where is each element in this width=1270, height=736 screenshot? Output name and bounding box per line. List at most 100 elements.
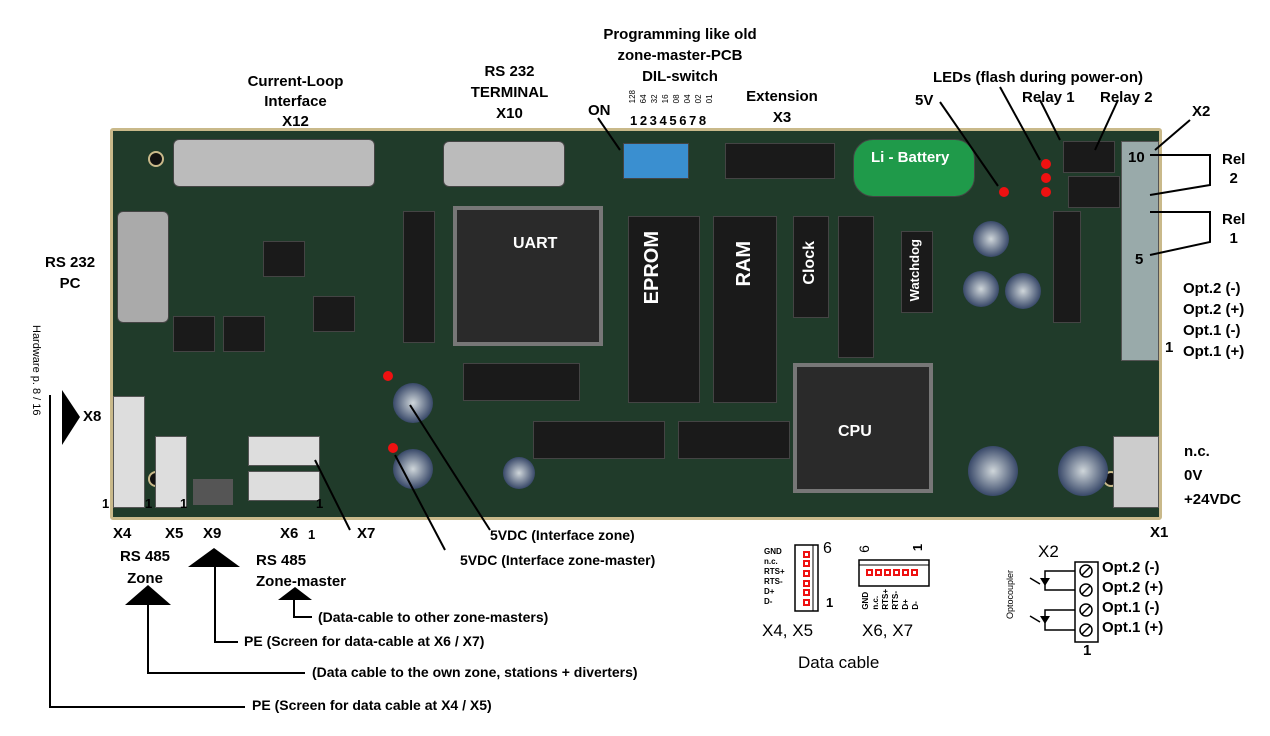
connector-x4 [113, 396, 145, 508]
label-line: 2 [1229, 170, 1238, 187]
note-pe-x6-x7: PE (Screen for data-cable at X6 / X7) [244, 633, 485, 649]
led [383, 371, 393, 381]
led-5v [999, 187, 1009, 197]
label-line: DIL-switch [642, 68, 718, 85]
pin-name: GND [861, 591, 870, 610]
pin-name: RTS- [764, 577, 783, 586]
uart-label: UART [513, 235, 558, 252]
led [1041, 159, 1051, 169]
pin-1-label: 1 [102, 496, 110, 511]
capacitor [393, 449, 433, 489]
pin-1-label: 1 [1165, 339, 1174, 356]
x6x7-label: X6, X7 [862, 621, 914, 640]
pin-name: D+ [764, 587, 775, 596]
x6-label: X6 [280, 525, 299, 542]
pin-5-label: 5 [1135, 251, 1144, 268]
note-data-cable-masters: (Data-cable to other zone-masters) [318, 609, 549, 625]
pin-1-label: 1 [145, 496, 153, 511]
dil-switch-numbers: 1 2 3 4 5 6 7 8 [630, 113, 707, 128]
connector-x6 [248, 436, 320, 466]
chip [1053, 211, 1081, 323]
pin-name: n.c. [871, 595, 880, 610]
chip [313, 296, 355, 332]
connector-x10 [443, 141, 565, 187]
rs232-terminal-label: RS 232 TERMINAL X10 [462, 64, 557, 121]
label-line: 1 [1229, 230, 1238, 247]
pin-1-label: 1 [316, 496, 324, 511]
clock-chip [793, 216, 829, 318]
label-line: X10 [496, 105, 523, 122]
opt-labels: Opt.2 (-) Opt.2 (+) Opt.1 (-) Opt.1 (+) [1183, 278, 1244, 362]
x2-label: X2 [1192, 103, 1211, 120]
x4x5-label: X4, X5 [762, 621, 814, 640]
5vdc-master-label: 5VDC (Interface zone-master) [460, 552, 656, 568]
relay2-label: Relay 2 [1100, 89, 1153, 106]
opt1-plus-label: Opt.1 (+) [1102, 619, 1164, 636]
note-data-cable-zone: (Data cable to the own zone, stations + … [312, 664, 638, 680]
label-line: X3 [772, 109, 792, 126]
x6-pin-label: 1 [308, 527, 316, 542]
label-line: Zone [127, 570, 163, 587]
label-line: RS 485 [119, 548, 171, 565]
chip [463, 363, 580, 401]
opt1-plus-label: Opt.1 (+) [1183, 343, 1245, 360]
connector-x9 [193, 479, 233, 505]
x8-label: X8 [83, 408, 102, 425]
opt1-minus-label: Opt.1 (-) [1102, 599, 1160, 616]
pin-1-label: 1 [826, 595, 834, 610]
opt1-minus-label: Opt.1 (-) [1183, 322, 1241, 339]
relay-1 [1063, 141, 1115, 173]
led [1041, 187, 1051, 197]
terminal-x1 [1113, 436, 1159, 508]
chip [223, 316, 265, 352]
label-line: Programming like old [603, 26, 757, 43]
pin-10-label: 10 [1128, 149, 1145, 166]
nc-label: n.c. [1184, 443, 1210, 460]
connector-x7 [248, 471, 320, 501]
battery [853, 139, 975, 197]
pin-name: RTS+ [764, 567, 785, 576]
x7-label: X7 [357, 525, 376, 542]
battery-label: Li - Battery [871, 149, 950, 166]
x4x5-pin-names: GND n.c. RTS+ RTS- D+ D- [764, 547, 785, 607]
rs485-zone-label: RS 485 Zone [112, 549, 178, 586]
led [1041, 173, 1051, 183]
rs232-pc-label: RS 232 PC [45, 255, 95, 291]
opt2-minus-label: Opt.2 (-) [1102, 559, 1160, 576]
note-pe-x4-x5: PE (Screen for data cable at X4 / X5) [252, 697, 492, 713]
data-cable-title: Data cable [798, 653, 880, 672]
x2-pin-1-label: 1 [1083, 642, 1092, 659]
pin-1-label: 1 [180, 496, 188, 511]
label-line: TERMINAL [470, 84, 549, 101]
label-line: RS 485 [256, 552, 307, 569]
connector-rs232-pc [117, 211, 169, 323]
label-line: Current-Loop [247, 73, 344, 90]
capacitor [973, 221, 1009, 257]
cpu-label: CPU [838, 423, 872, 440]
relay-2 [1068, 176, 1120, 208]
pin-6-label: 6 [823, 540, 832, 557]
chip [533, 421, 665, 459]
power-labels: n.c. 0V +24VDC [1184, 440, 1241, 512]
chip [678, 421, 790, 459]
pin-name: GND [764, 547, 782, 556]
label-line: zone-master-PCB [617, 47, 743, 64]
hardware-page-label: Hardware p. 8 / 16 [30, 325, 42, 416]
label-line: Rel [1222, 211, 1246, 228]
relay1-label: Relay 1 [1022, 89, 1075, 106]
label-line: RS 232 [45, 254, 96, 271]
label-line: PC [59, 275, 81, 292]
capacitor [968, 446, 1018, 496]
chip [263, 241, 305, 277]
x9-label: X9 [203, 525, 222, 542]
eprom-chip [628, 216, 700, 403]
capacitor [1005, 273, 1041, 309]
leds-label: LEDs (flash during power-on) [933, 69, 1143, 86]
label-line: Extension [746, 88, 818, 105]
uart-chip [453, 206, 603, 346]
pin-6-label: 6 [855, 545, 872, 553]
chip [838, 216, 874, 358]
